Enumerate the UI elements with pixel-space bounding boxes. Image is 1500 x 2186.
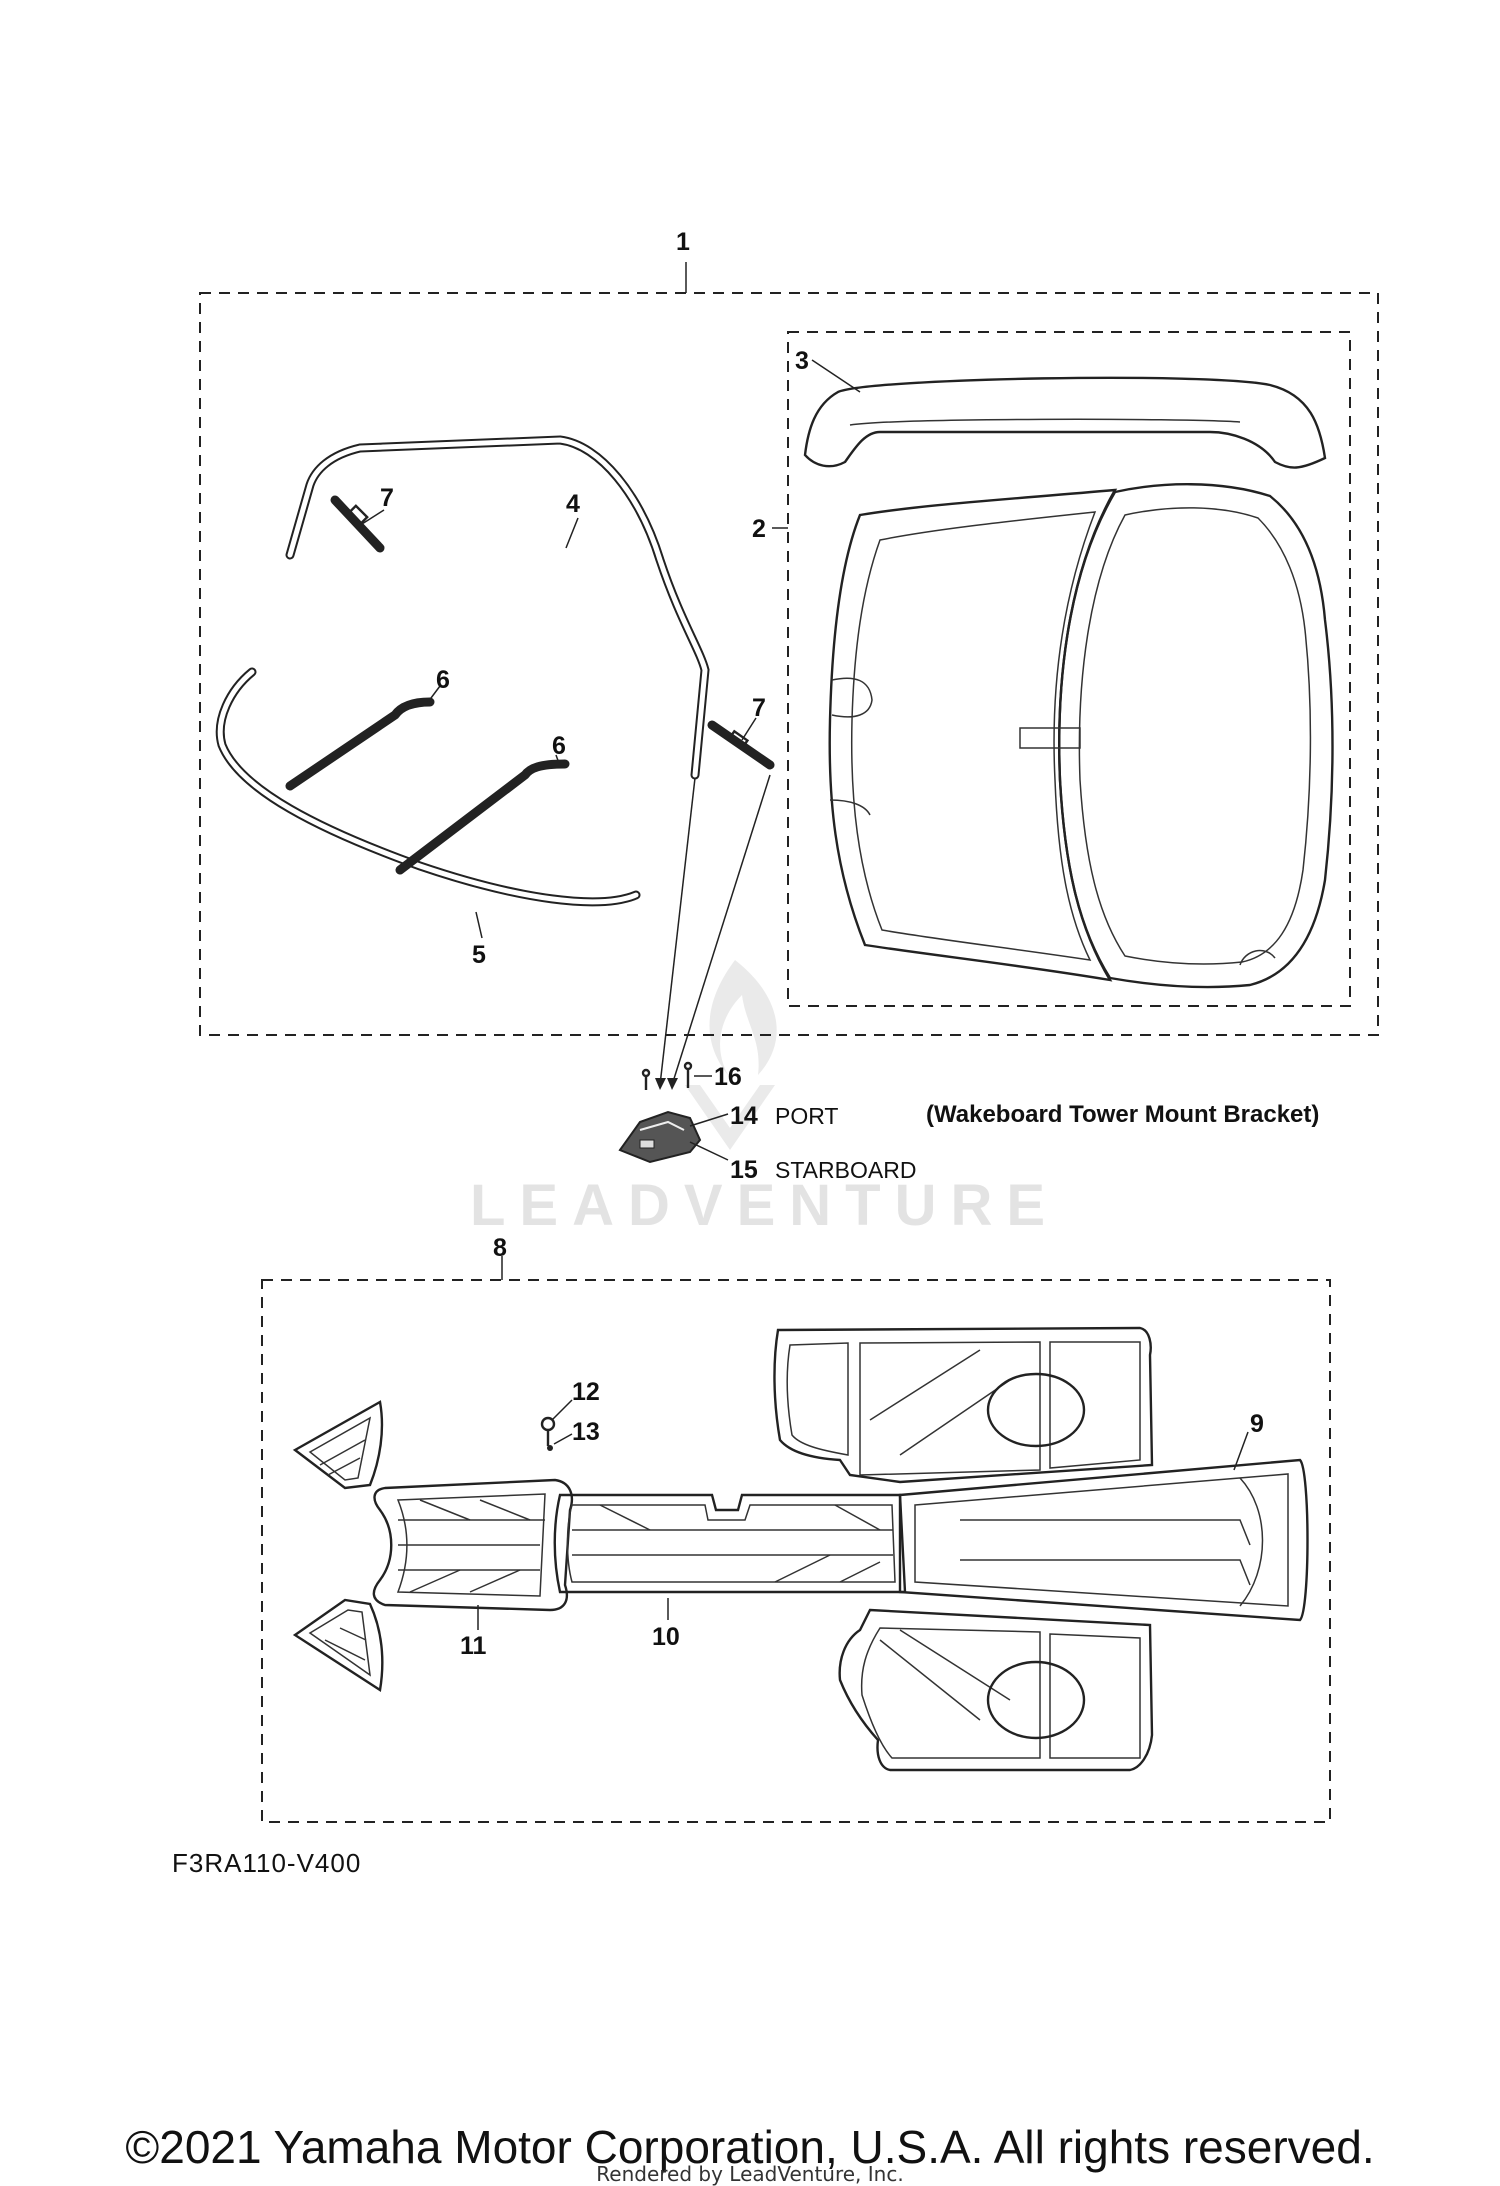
upholstery-cover-left[interactable] <box>828 488 1118 982</box>
part-6-strut-lower[interactable] <box>395 759 570 875</box>
callout-3[interactable]: 3 <box>795 347 809 375</box>
diagram-code: F3RA110-V400 <box>172 1848 362 1878</box>
callout-15-leader <box>689 1141 729 1161</box>
callout-10[interactable]: 10 <box>652 1623 680 1651</box>
part-12-13-fasteners[interactable] <box>540 1416 556 1451</box>
kit-8-boundary <box>261 1279 1331 1823</box>
mat-triangle-lower[interactable] <box>292 1598 384 1693</box>
callout-15[interactable]: 15 <box>730 1156 758 1184</box>
part-16-screws[interactable] <box>641 1061 693 1090</box>
part-3-cushion[interactable] <box>803 376 1327 469</box>
arrow-head-right <box>667 1078 678 1090</box>
kit-1-boundary <box>199 292 1379 1036</box>
callout-5-leader <box>475 911 483 939</box>
callout-13[interactable]: 13 <box>572 1418 600 1446</box>
callout-6b-leader <box>555 754 561 767</box>
label-starboard: STARBOARD <box>775 1157 916 1183</box>
callout-13-leader <box>553 1433 573 1445</box>
callout-7a[interactable]: 7 <box>380 484 394 512</box>
part-11-mat[interactable] <box>372 1478 574 1612</box>
callout-1[interactable]: 1 <box>676 228 690 256</box>
callout-4-leader <box>565 517 579 549</box>
callout-6a-leader <box>427 685 441 703</box>
callout-3-leader <box>811 359 861 393</box>
callout-14[interactable]: 14 <box>730 1102 758 1130</box>
rendered-by-notice: Rendered by LeadVenture, Inc. <box>596 2162 904 2186</box>
watermark-text: LEADVENTURE <box>470 1173 1060 1238</box>
callout-14-leader <box>689 1113 729 1127</box>
callout-4[interactable]: 4 <box>566 490 580 518</box>
kit-2-boundary <box>787 331 1351 1007</box>
callout-12-leader <box>551 1399 573 1421</box>
callout-5[interactable]: 5 <box>472 941 486 969</box>
callout-7a-leader <box>361 509 385 525</box>
callout-2[interactable]: 2 <box>752 515 766 543</box>
callout-7b[interactable]: 7 <box>752 694 766 722</box>
arrow-head-left <box>655 1078 666 1090</box>
callout-12[interactable]: 12 <box>572 1378 600 1406</box>
upholstery-cover-right[interactable] <box>1019 483 1334 989</box>
part-6-strut-upper[interactable] <box>285 697 435 791</box>
part-7-fitting-upper[interactable] <box>330 495 385 553</box>
mat-triangle-upper[interactable] <box>292 1400 384 1490</box>
arrow-line-right <box>671 774 771 1086</box>
arrow-line-left <box>659 777 696 1086</box>
part-10-mat[interactable] <box>553 1493 907 1594</box>
callout-8[interactable]: 8 <box>493 1234 507 1262</box>
copyright-notice: ©2021 Yamaha Motor Corporation, U.S.A. A… <box>125 2121 1375 2173</box>
part-9-mat-assembly[interactable] <box>773 1326 1309 1772</box>
part-4-upper-rail[interactable] <box>285 435 710 780</box>
part-14-15-bracket[interactable] <box>618 1110 702 1164</box>
leadventure-logo-icon <box>685 960 777 1150</box>
label-port: PORT <box>775 1103 838 1129</box>
bracket-note: (Wakeboard Tower Mount Bracket) <box>926 1101 1319 1128</box>
callout-9-leader <box>1233 1431 1249 1471</box>
callout-9[interactable]: 9 <box>1250 1410 1264 1438</box>
callout-11[interactable]: 11 <box>460 1632 487 1660</box>
callout-6b[interactable]: 6 <box>552 732 566 760</box>
callout-16[interactable]: 16 <box>714 1063 742 1091</box>
part-5-lower-rail[interactable] <box>215 667 641 907</box>
callout-6a[interactable]: 6 <box>436 666 450 694</box>
callout-7b-leader <box>741 717 757 741</box>
part-7-fitting-right[interactable] <box>707 720 775 770</box>
